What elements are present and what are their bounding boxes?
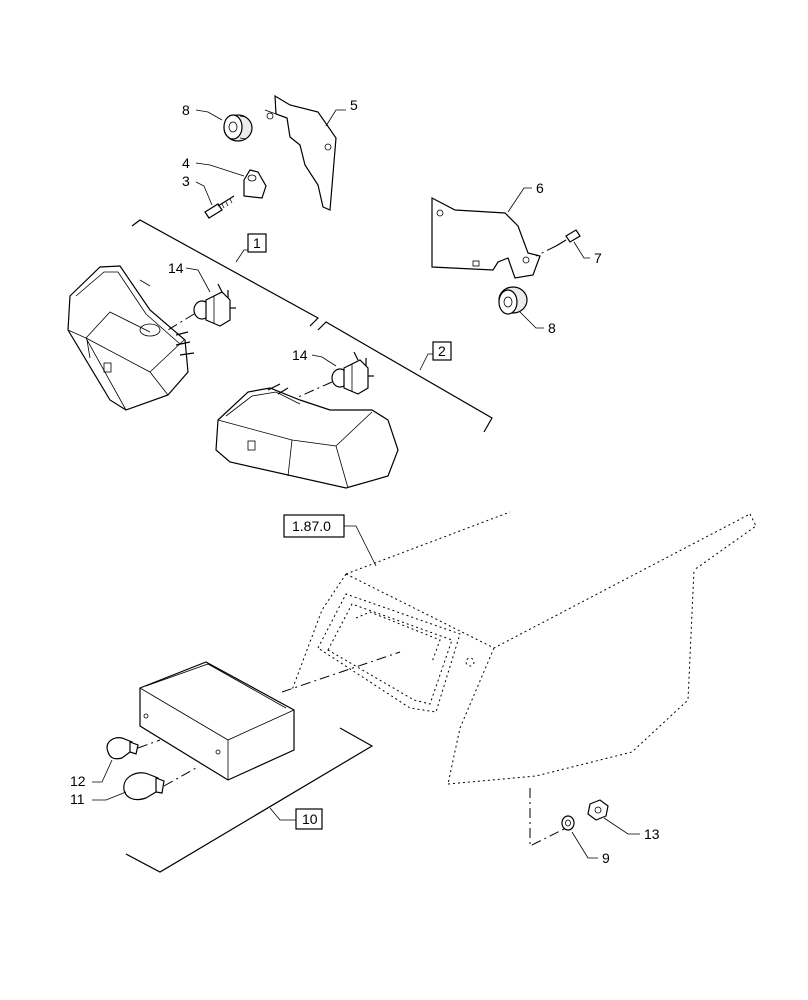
leader-11 [92,791,127,801]
leader-12 [92,759,113,783]
group-line-2 [317,321,493,433]
screw-3 [204,195,235,219]
leader-7 [573,241,590,259]
leader-14-left [185,267,211,293]
callout-8-right: 8 [548,320,556,336]
callout-10: 10 [302,811,318,827]
leader-10 [269,807,296,821]
fender-phantom [291,511,757,785]
axis-14-left [167,313,195,331]
leader-2 [419,353,434,371]
callout-2: 2 [438,343,446,359]
axis-12 [137,739,161,749]
bulb-12 [106,737,139,760]
leader-ref [344,525,377,567]
screw-7 [555,229,581,247]
leader-4 [195,162,245,177]
axis-housing [281,651,401,693]
axis-14-right [295,381,333,399]
group-line-10 [125,727,374,873]
leader-3 [195,181,213,206]
leader-6 [507,187,532,213]
bulb-11 [123,772,165,801]
callout-11: 11 [70,791,85,807]
bulb-14-right [331,351,374,395]
headlamp-right [215,383,399,489]
clip-4 [243,169,267,199]
callout-7: 7 [594,250,602,266]
bracket-6 [431,197,541,279]
leader-5 [325,109,346,127]
callout-14-right: 14 [292,347,308,363]
axis-7 [535,245,557,257]
callout-box-2 [432,341,452,361]
leader-9 [571,831,598,859]
bracket-5 [264,94,337,211]
headlamp-left [67,265,195,411]
grommet-top [223,114,253,142]
callout-14-left: 14 [168,260,184,276]
bulb-14-left [193,283,236,327]
callout-12: 12 [70,773,86,789]
leader-14-right [311,354,337,367]
callout-3: 3 [182,173,190,189]
callout-9: 9 [602,850,610,866]
callout-1: 1 [253,235,261,251]
reference-label: 1.87.0 [292,518,331,534]
callout-4: 4 [182,155,190,171]
leader-8-top [195,109,223,121]
callout-box-1 [247,233,267,253]
group-line-1 [131,219,319,327]
washer-9 [561,815,575,831]
callout-box-10 [295,808,323,830]
leader-13 [603,817,640,835]
callout-8-top: 8 [182,102,190,118]
callout-5: 5 [350,97,358,113]
grommet-right [498,286,528,315]
nut-13 [587,799,609,821]
callout-6: 6 [536,180,544,196]
axis-fastener [529,788,571,847]
callout-13: 13 [644,826,660,842]
axis-11 [163,767,197,787]
lamp-housing [139,661,295,781]
leader-8-right [519,311,544,329]
